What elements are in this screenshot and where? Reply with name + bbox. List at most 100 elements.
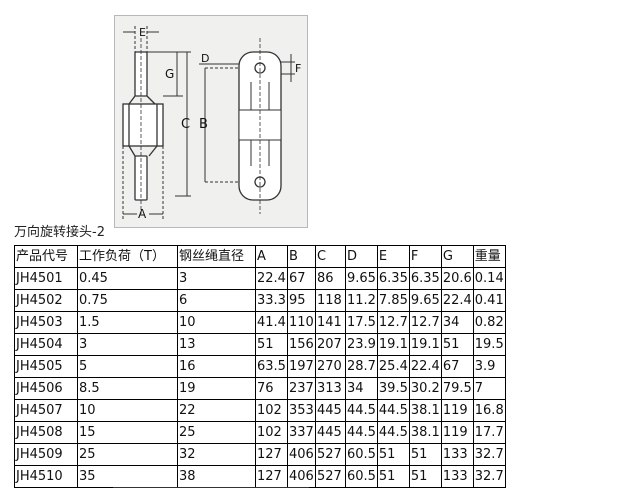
table-cell: 0.14 — [472, 267, 506, 290]
table-cell: JH4508 — [14, 421, 78, 444]
column-header: D — [344, 245, 378, 268]
front-view — [238, 38, 282, 214]
dimension-c: C — [175, 51, 191, 197]
table-cell: JH4510 — [14, 465, 78, 488]
table-cell: JH4503 — [14, 311, 78, 334]
column-header: F — [408, 245, 442, 268]
table-cell: 8.5 — [77, 377, 178, 400]
table-cell: 23.9 — [344, 333, 378, 356]
table-cell: JH4509 — [14, 443, 78, 466]
label-e: E — [139, 26, 146, 39]
table-cell: 12.7 — [408, 311, 442, 334]
table-cell: 527 — [314, 465, 346, 488]
table-cell: 35 — [77, 465, 178, 488]
bottom-divider — [113, 487, 309, 488]
table-cell: 32 — [177, 443, 256, 466]
table-cell: 445 — [314, 399, 346, 422]
table-cell: JH4504 — [14, 333, 78, 356]
label-a: A — [138, 207, 147, 221]
dimension-b: B — [199, 67, 241, 183]
table-cell: 51 — [376, 465, 410, 488]
side-view — [122, 38, 164, 214]
table-cell: 445 — [314, 421, 346, 444]
table-cell: 10 — [177, 311, 256, 334]
table-cell: 207 — [314, 333, 346, 356]
table-cell: 34 — [344, 377, 378, 400]
column-header: 钢丝绳直径 — [177, 245, 256, 268]
table-cell: 22.4 — [255, 267, 288, 290]
table-cell: 10 — [77, 399, 178, 422]
table-cell: 51 — [408, 465, 442, 488]
dimension-d: D — [199, 52, 241, 65]
table-cell: JH4501 — [14, 267, 78, 290]
table-cell: 25.4 — [376, 355, 410, 378]
table-cell: 17.7 — [472, 421, 506, 444]
label-b: B — [199, 117, 208, 132]
table-cell: 60.5 — [344, 465, 378, 488]
table-cell: 86 — [314, 267, 346, 290]
dimension-f: F — [281, 54, 301, 82]
table-cell: 51 — [376, 443, 410, 466]
table-cell: 51 — [440, 333, 474, 356]
table-cell: 6 — [177, 289, 256, 312]
table-cell: 313 — [314, 377, 346, 400]
table-cell: 38.1 — [408, 421, 442, 444]
table-cell: JH4502 — [14, 289, 78, 312]
table-cell: 32.7 — [472, 443, 506, 466]
table-cell: 67 — [286, 267, 316, 290]
table-cell: 9.65 — [344, 267, 378, 290]
table-cell: 127 — [255, 465, 288, 488]
table-cell: 76 — [255, 377, 288, 400]
column-header: B — [286, 245, 316, 268]
table-cell: 30.2 — [408, 377, 442, 400]
table-cell: 110 — [286, 311, 316, 334]
table-cell: 33.3 — [255, 289, 288, 312]
table-cell: 19.1 — [408, 333, 442, 356]
label-d: D — [201, 52, 209, 65]
table-cell: 13 — [177, 333, 256, 356]
table-cell: 0.82 — [472, 311, 506, 334]
table-cell: 3 — [77, 333, 178, 356]
table-cell: 17.5 — [344, 311, 378, 334]
table-cell: 3 — [177, 267, 256, 290]
table-cell: 22.4 — [408, 355, 442, 378]
table-cell: 119 — [440, 421, 474, 444]
table-cell: 237 — [286, 377, 316, 400]
table-cell: 118 — [314, 289, 346, 312]
table-cell: 60.5 — [344, 443, 378, 466]
column-header: C — [314, 245, 346, 268]
table-cell: 0.75 — [77, 289, 178, 312]
label-g: G — [165, 67, 174, 81]
table-cell: 16 — [177, 355, 256, 378]
table-cell: 102 — [255, 399, 288, 422]
table-cell: 41.4 — [255, 311, 288, 334]
table-cell: 9.65 — [408, 289, 442, 312]
table-cell: 6.35 — [376, 267, 410, 290]
table-cell: 102 — [255, 421, 288, 444]
table-cell: 19 — [177, 377, 256, 400]
table-cell: 6.35 — [408, 267, 442, 290]
table-cell: 44.5 — [344, 399, 378, 422]
table-cell: 39.5 — [376, 377, 410, 400]
table-cell: 270 — [314, 355, 346, 378]
caption: 万向旋转接头-2 — [14, 225, 105, 240]
column-header: A — [255, 245, 288, 268]
table-cell: 38 — [177, 465, 256, 488]
table-cell: 15 — [77, 421, 178, 444]
table-cell: 133 — [440, 465, 474, 488]
table-cell: 119 — [440, 399, 474, 422]
table-cell: 5 — [77, 355, 178, 378]
swivel-diagram: E G C B D — [114, 15, 308, 228]
table-cell: 127 — [255, 443, 288, 466]
table-cell: 20.6 — [440, 267, 474, 290]
table-cell: 79.5 — [440, 377, 474, 400]
swivel-diagram-svg: E G C B D — [122, 26, 301, 221]
